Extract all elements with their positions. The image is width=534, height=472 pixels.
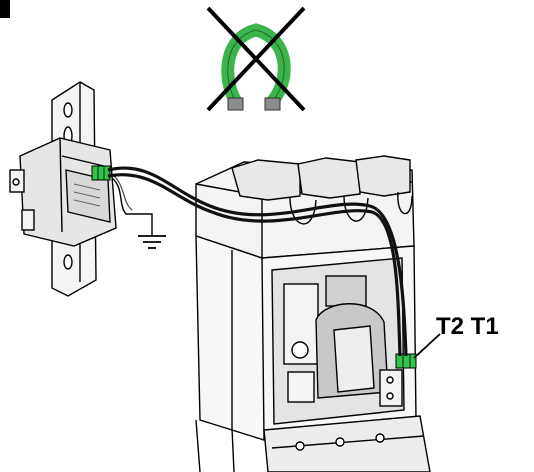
ground-connection — [111, 173, 166, 249]
terminal-callout: T2 T1 — [413, 313, 499, 359]
breaker-base — [263, 415, 431, 472]
loop-tip-left — [227, 97, 244, 111]
sensor-terminal-block — [91, 165, 111, 181]
breaker-terminal-block — [395, 353, 417, 369]
sensor-module — [9, 81, 117, 297]
loop-tip-right — [264, 97, 281, 111]
callout-leader — [413, 333, 441, 359]
green-loop-outline — [227, 29, 285, 103]
terminal-label: T2 T1 — [436, 313, 499, 340]
twisted-pair-cable — [107, 166, 408, 357]
circuit-breaker — [195, 155, 431, 472]
corner-mark — [0, 0, 10, 18]
cross-out-icon — [206, 6, 306, 112]
ground-icon — [138, 235, 166, 249]
prohibited-link-group — [206, 6, 306, 112]
